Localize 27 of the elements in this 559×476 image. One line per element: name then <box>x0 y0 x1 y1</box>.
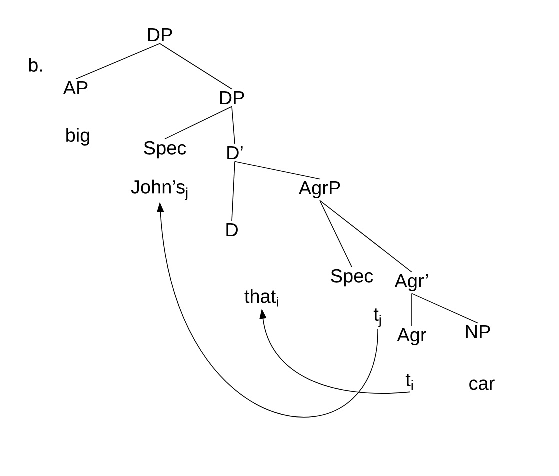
tree-text: big <box>66 128 90 146</box>
tree-node-label: t$_{j}$ <box>374 308 381 328</box>
tree-node-label: AgrP <box>298 182 340 198</box>
tree-node-label: NP <box>466 325 490 339</box>
tree-node-label: Spec <box>144 141 186 159</box>
tree-text: b. <box>29 58 42 72</box>
tree-node-label: DP <box>220 91 244 105</box>
tree-branch <box>160 43 232 90</box>
tree-text: car <box>470 380 495 390</box>
tree-branch <box>320 200 412 273</box>
tree-node-label: AP <box>63 81 88 95</box>
tree-branch <box>164 106 232 140</box>
tree-node-label: Agr <box>397 328 426 346</box>
tree-node-label: D <box>226 223 238 237</box>
tree-branch <box>76 43 160 80</box>
tree-node-label: that$_{i}$ <box>244 289 278 307</box>
tree-node-label: Spec <box>331 269 374 287</box>
tree-node-label: DP <box>148 28 172 42</box>
tree-branch <box>412 293 478 324</box>
tree-node-label: John’s$_{j}$ <box>131 180 188 200</box>
tree-branch <box>232 161 236 222</box>
tree-branch <box>320 200 352 268</box>
tree-node-label: Agr’ <box>394 274 428 292</box>
tree-branch <box>232 106 236 145</box>
tree-node-label: D’ <box>228 146 243 160</box>
tree-node-label: t$_{i}$ <box>406 374 413 390</box>
tree-branch <box>234 161 320 180</box>
